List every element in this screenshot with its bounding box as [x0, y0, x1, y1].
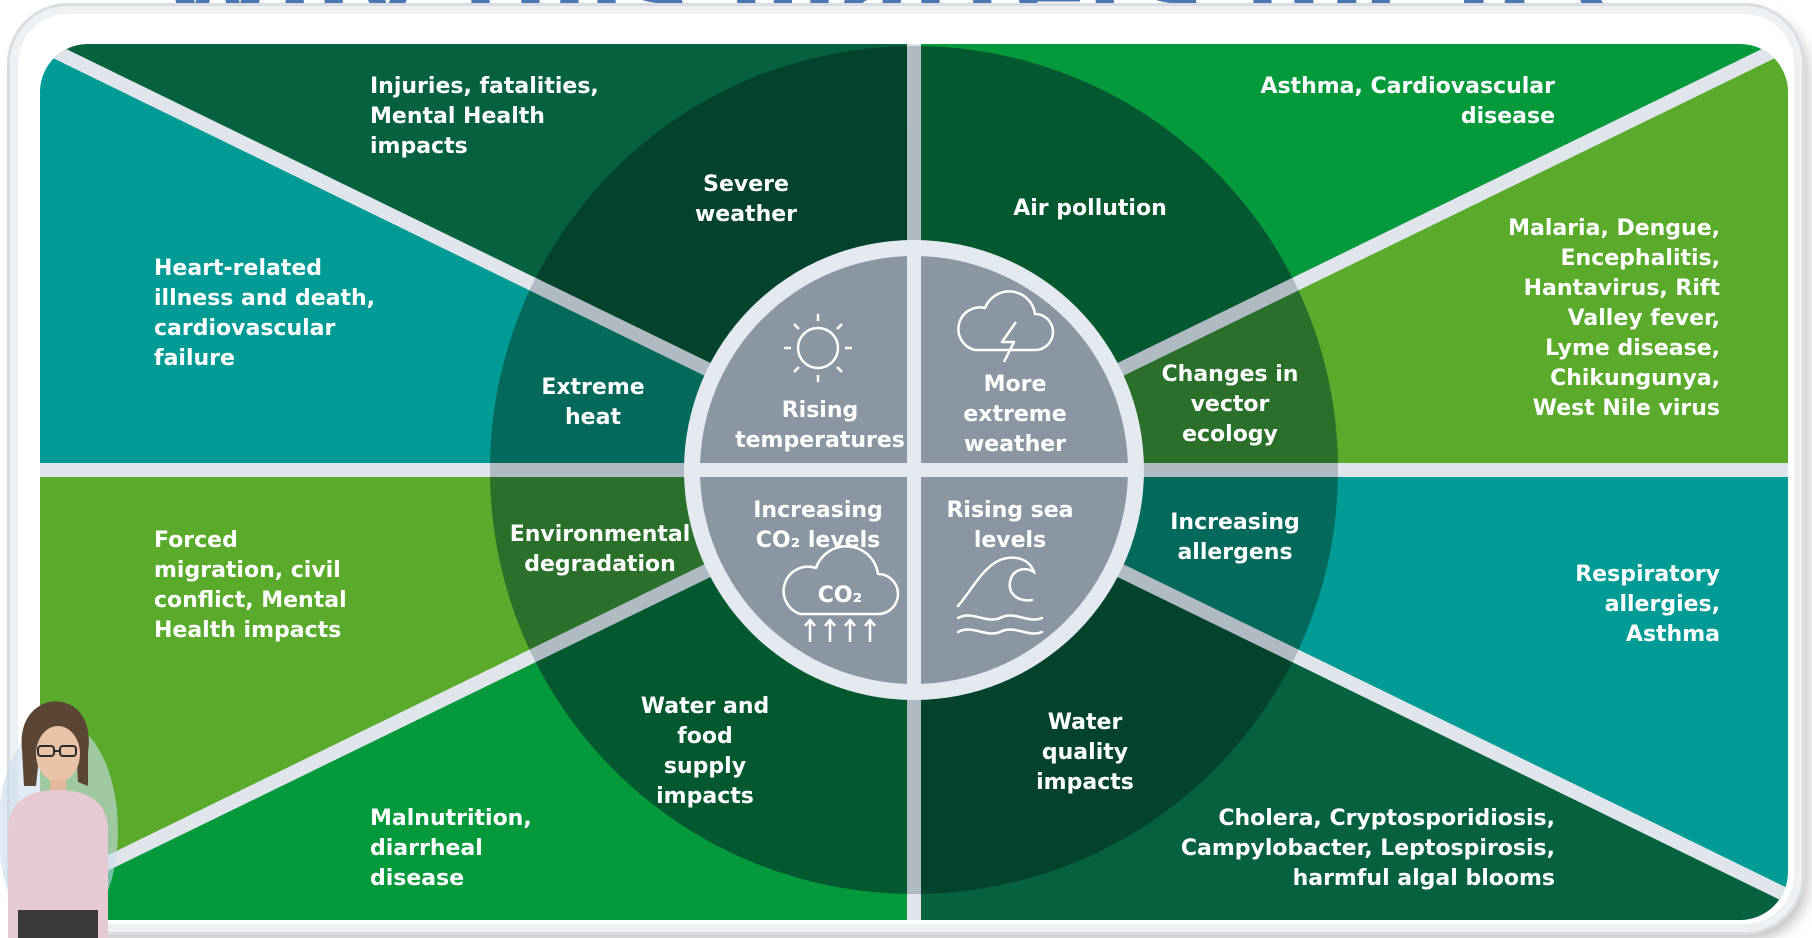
ring-label-environmental-degradation: Environmental degradation	[509, 522, 691, 577]
outcome-forced-migration: Forced migration, civil conflict, Mental…	[154, 528, 347, 643]
co2-cloud-label: CO₂	[818, 583, 862, 608]
center-label-increasing-co2: Increasing CO₂ levels	[753, 498, 883, 553]
ring-label-water-quality: Water quality impacts	[1036, 710, 1134, 795]
presenter-avatar	[0, 701, 118, 938]
co2-cloud-icon	[782, 545, 900, 642]
outcome-injuries: Injuries, fatalities, Mental Health impa…	[370, 74, 599, 159]
outcome-waterborne: Cholera, Cryptosporidiosis, Campylobacte…	[1180, 806, 1555, 891]
outcome-heart-related: Heart-related illness and death, cardiov…	[154, 256, 376, 371]
ring-label-severe-weather: Severe weather	[694, 172, 798, 227]
outcome-vector-diseases: Malaria, Dengue, Encephalitis, Hantaviru…	[1508, 216, 1720, 421]
waves-icon	[956, 556, 1044, 635]
ring-label-increasing-allergens: Increasing allergens	[1170, 510, 1300, 565]
outcome-respiratory: Respiratory allergies, Asthma	[1575, 562, 1720, 647]
outcome-malnutrition: Malnutrition, diarrheal disease	[370, 806, 532, 891]
center-label-rising-sea-levels: Rising sea levels	[946, 498, 1074, 553]
center-label-rising-temperatures: Rising temperatures	[735, 398, 905, 453]
storm-cloud-icon	[957, 290, 1055, 363]
ring-label-water-food-supply: Water and food supply impacts	[640, 694, 770, 809]
ring-label-extreme-heat: Extreme heat	[541, 375, 645, 430]
sun-icon	[784, 314, 852, 382]
outcome-asthma-cardio: Asthma, Cardiovascular disease	[1260, 74, 1555, 129]
ring-label-air-pollution: Air pollution	[1013, 196, 1167, 221]
ring-label-vector-ecology: Changes in vector ecology	[1161, 362, 1299, 447]
center-label-more-extreme-weather: More extreme weather	[963, 372, 1067, 457]
